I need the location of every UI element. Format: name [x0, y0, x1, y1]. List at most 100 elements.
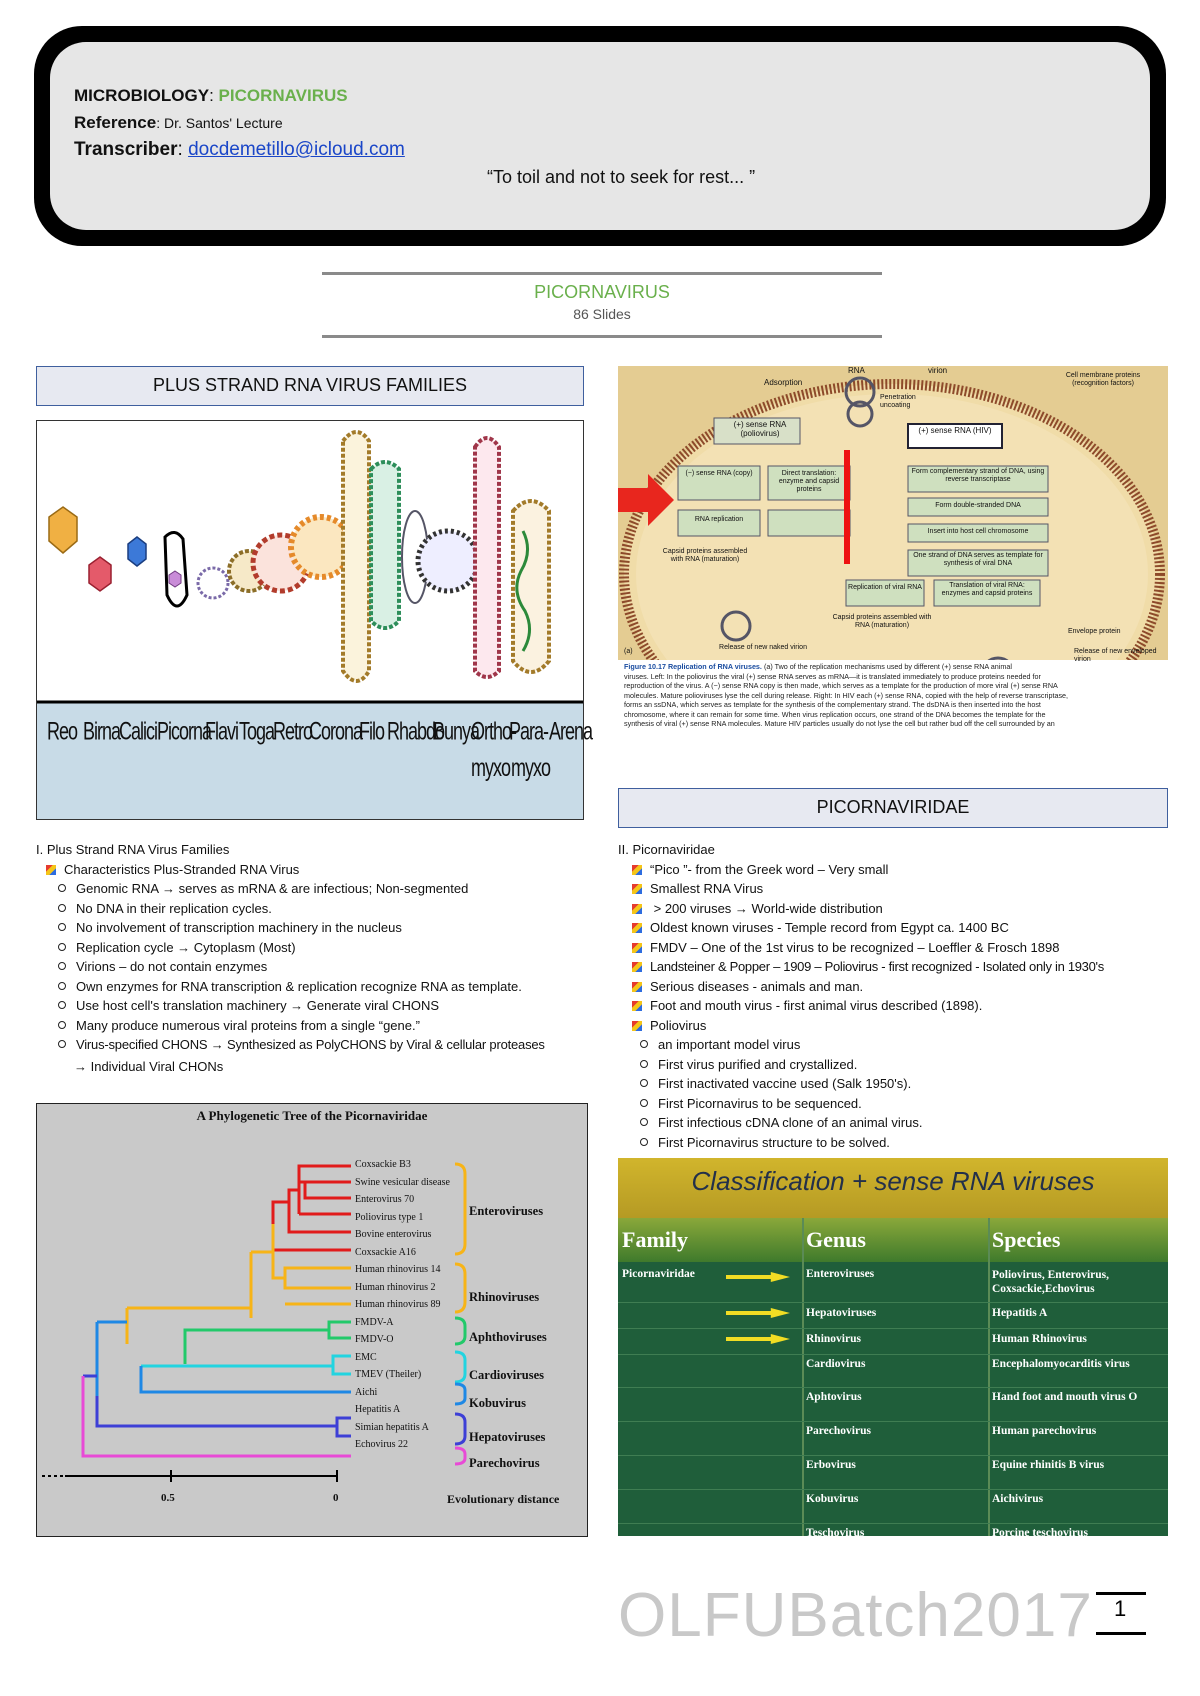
virus-family-label: Reo	[47, 717, 78, 745]
col-header-genus: Genus	[806, 1227, 866, 1252]
rep-caption-line: chromosome, where it can remain for some…	[624, 709, 1046, 719]
virus-family-label: Filo	[359, 717, 385, 745]
virus-family-label: Picorna	[157, 717, 212, 745]
col-divider	[988, 1218, 990, 1536]
picornaviridae-notes: II. Picornaviridae “Pico ”- from the Gre…	[618, 840, 1178, 1152]
page-number: 1	[1114, 1596, 1127, 1621]
note-item: > 200 viruses → World-wide distribution	[618, 899, 1178, 919]
note-item: No involvement of transcription machiner…	[36, 918, 596, 938]
note-item: “Pico ”- from the Greek word – Very smal…	[618, 860, 1178, 880]
page-title: PICORNAVIRUS	[534, 282, 670, 302]
page-number-rule	[1096, 1632, 1146, 1635]
virus-family-label: Ortho-	[471, 717, 517, 745]
axis-label: Evolutionary distance	[447, 1492, 560, 1506]
course-label: MICROBIOLOGY	[74, 86, 210, 105]
rep-caption-line: forms an ssDNA, which serves as template…	[624, 700, 1041, 709]
virus-family-label: Bunya	[433, 717, 480, 745]
rep-label-envelope: Envelope protein	[1068, 628, 1121, 635]
note-item: Smallest RNA Virus	[618, 879, 1178, 899]
rep-label-virion: virion	[928, 366, 948, 375]
section-picornaviridae: PICORNAVIRIDAE	[618, 788, 1168, 828]
class-title: Classification + sense RNA viruses	[691, 1166, 1095, 1196]
rep-box-translation: Direct translation: enzyme and capsid pr…	[778, 470, 840, 493]
taxon-label: Coxsackie B3	[355, 1159, 411, 1170]
circle-bullet-icon	[640, 1059, 648, 1068]
rep-label-release-enveloped: Release of new enveloped virion	[1074, 648, 1157, 663]
table-row: Kobuvirus Aichivirus	[618, 1489, 1168, 1524]
polio-item: First inactivated vaccine used (Salk 195…	[618, 1074, 1178, 1094]
rep-box-translation-viral: Translation of viral RNA: enzymes and ca…	[941, 582, 1033, 597]
genus-cell: Kobuvirus	[806, 1493, 859, 1505]
circle-bullet-icon	[58, 923, 66, 931]
species-cell: Human Rhinovirus	[992, 1333, 1087, 1345]
virus-family-label: Retro	[273, 717, 313, 745]
rep-box-template: One strand of DNA serves as template for…	[913, 552, 1043, 567]
virus-families-figure: Reo Birna Calici Picorna Flavi Toga Retr…	[36, 420, 593, 820]
species-cell: Poliovirus, Enterovirus,Coxsackie,Echovi…	[992, 1269, 1110, 1295]
footer-watermark: OLFUBatch2017	[618, 1581, 1093, 1650]
group-label: Aphthoviruses	[469, 1330, 547, 1344]
group-label: Kobuvirus	[469, 1396, 526, 1410]
taxon-label: Enterovirus 70	[355, 1194, 415, 1205]
taxon-label: Bovine enterovirus	[355, 1229, 432, 1240]
circle-bullet-icon	[58, 1001, 66, 1009]
bullet-icon	[632, 1020, 642, 1031]
note-item: Virions – do not contain enzymes	[36, 957, 596, 977]
rep-label-adsorption: Adsorption	[764, 378, 803, 387]
plus-strand-notes: I. Plus Strand RNA Virus Families Charac…	[36, 840, 596, 1076]
axis-tick: 0	[333, 1492, 339, 1504]
rep-box-plus-hiv: (+) sense RNA (HIV)	[918, 426, 992, 435]
col-header-species: Species	[992, 1227, 1061, 1252]
virus-family-label: Rhabdo	[387, 717, 445, 745]
rep-box-plus-polio: (+) sense RNA (poliovirus)	[733, 420, 787, 438]
rep-caption-line: reproduction of the virus. A (−) sense R…	[624, 681, 1058, 690]
class-header: Family Genus Species	[618, 1218, 1168, 1262]
reference-value: : Dr. Santos' Lecture	[156, 115, 283, 131]
title-rule-top	[322, 272, 882, 275]
col-header-family: Family	[622, 1227, 688, 1252]
header-panel	[50, 42, 1150, 230]
species-cell: Hepatitis A	[992, 1307, 1048, 1319]
transcriber-email-link[interactable]: docdemetillo@icloud.com	[188, 139, 405, 160]
header-quote: “To toil and not to seek for rest... ”	[487, 167, 756, 187]
taxon-label: Hepatitis A	[355, 1404, 401, 1415]
taxon-label: Echovirus 22	[355, 1439, 409, 1450]
taxon-label: FMDV-A	[355, 1316, 394, 1328]
virus-family-labels: Reo Birna Calici Picorna Flavi Toga Retr…	[37, 711, 593, 811]
polio-item: First virus purified and crystallized.	[618, 1055, 1178, 1075]
virus-family-label-line2: myxo	[511, 753, 551, 782]
circle-bullet-icon	[640, 1098, 648, 1107]
title-rule-bottom	[322, 335, 882, 338]
notes-heading: I. Plus Strand RNA Virus Families	[36, 842, 230, 857]
col-divider	[802, 1218, 804, 1536]
polio-item: First Picornavirus to be sequenced.	[618, 1094, 1178, 1114]
genus-cell: Enteroviruses	[806, 1268, 875, 1280]
phylogenetic-tree-figure: A Phylogenetic Tree of the Picornavirida…	[36, 1103, 588, 1537]
rep-label-capsid-right: Capsid proteins assembled with RNA (matu…	[832, 614, 932, 629]
group-label: Enteroviruses	[469, 1204, 544, 1218]
table-row: Cardiovirus Encephalomyocarditis virus	[618, 1354, 1168, 1388]
virus-family-label-line2: myxo	[471, 753, 511, 782]
rep-box-insert: Insert into host cell chromosome	[927, 528, 1029, 535]
note-continuation: → Individual Viral CHONs	[74, 1058, 224, 1074]
circle-bullet-icon	[58, 903, 66, 912]
virus-family-label: Para-	[509, 717, 549, 745]
table-row: Parechovirus Human parechovirus	[618, 1421, 1168, 1456]
table-row: Teschovirus Porcine teschovirus	[618, 1523, 1168, 1557]
bullet-icon	[632, 923, 642, 933]
course-subject: PICORNAVIRUS	[218, 86, 348, 105]
species-cell: Aichivirus	[992, 1493, 1044, 1505]
phylo-title: A Phylogenetic Tree of the Picornavirida…	[196, 1108, 428, 1123]
circle-bullet-icon	[58, 884, 66, 892]
note-item: Replication cycle → Cytoplasm (Most)	[36, 938, 596, 958]
note-item: Poliovirus	[618, 1016, 1178, 1036]
transcriber-label: Transcriber	[74, 139, 178, 160]
rep-label-cell-membrane: Cell membrane proteins (recognition fact…	[1065, 372, 1141, 387]
circle-bullet-icon	[58, 1040, 66, 1048]
polio-item: First Picornavirus structure to be solve…	[618, 1133, 1178, 1153]
species-cell: Human parechovirus	[992, 1425, 1097, 1437]
header-transcriber-line: Transcriber: docdemetillo@icloud.com	[74, 139, 405, 160]
bullet-icon	[632, 864, 642, 875]
virus-family-label: Arena	[549, 717, 593, 745]
taxon-label: Swine vesicular disease	[355, 1176, 450, 1188]
